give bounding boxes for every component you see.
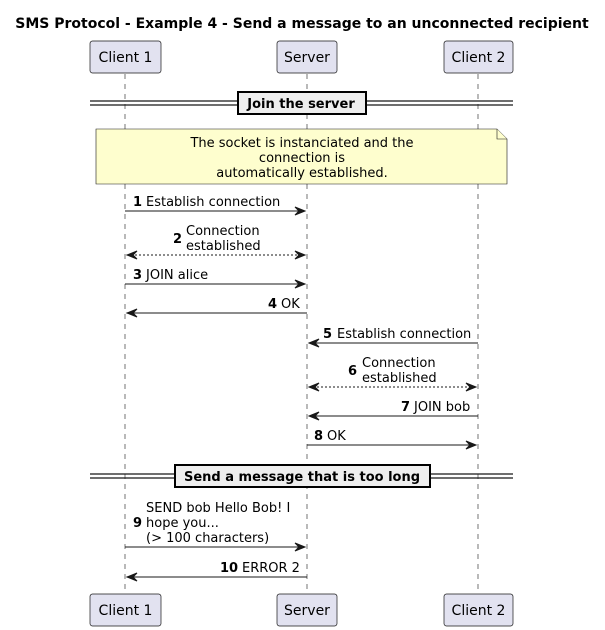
participant-label: Client 2 xyxy=(452,50,506,66)
participant-client-2-top: Client 2 xyxy=(443,40,514,74)
message-10: 10 ERROR 2 xyxy=(125,561,307,582)
message-5: 5 Establish connection xyxy=(307,327,478,348)
message-label: Connection xyxy=(362,356,436,371)
message-label: JOIN alice xyxy=(145,268,208,283)
message-1: 1 Establish connection xyxy=(125,195,307,216)
message-2: 2 Connection established xyxy=(125,224,307,260)
message-number: 7 xyxy=(401,400,410,415)
message-9: 9 SEND bob Hello Bob! I hope you... (> 1… xyxy=(125,501,307,552)
message-number: 1 xyxy=(133,195,142,210)
note-line: connection is xyxy=(259,151,345,166)
message-label: SEND bob Hello Bob! I xyxy=(146,501,290,516)
message-6: 6 Connection established xyxy=(307,356,478,392)
message-label: established xyxy=(186,239,261,254)
participant-server-bottom: Server xyxy=(276,593,338,627)
message-label: OK xyxy=(281,297,300,312)
message-label: ERROR 2 xyxy=(242,561,300,576)
message-8: 8 OK xyxy=(307,429,478,450)
participant-label: Client 1 xyxy=(99,603,153,619)
message-label: established xyxy=(362,371,437,386)
participant-label: Server xyxy=(284,603,330,619)
note-line: automatically established. xyxy=(216,166,387,181)
note-line: The socket is instanciated and the xyxy=(189,136,413,151)
participant-label: Server xyxy=(284,50,330,66)
message-label: JOIN bob xyxy=(413,400,470,415)
message-label: Establish connection xyxy=(146,195,280,210)
message-4: 4 OK xyxy=(125,297,307,318)
message-label: (> 100 characters) xyxy=(146,531,269,546)
message-label: Establish connection xyxy=(337,327,471,342)
participant-server-top: Server xyxy=(276,40,338,74)
divider-send-a-message-that-is-too-long: Send a message that is too long xyxy=(90,464,513,488)
divider-label: Send a message that is too long xyxy=(184,470,420,485)
participant-client-1-top: Client 1 xyxy=(89,40,162,74)
message-label: OK xyxy=(327,429,346,444)
message-number: 9 xyxy=(133,516,142,531)
message-number: 10 xyxy=(220,561,238,576)
message-label: Connection xyxy=(186,224,260,239)
diagram-title: SMS Protocol - Example 4 - Send a messag… xyxy=(15,16,589,32)
message-number: 4 xyxy=(268,297,277,312)
participant-client-1-bottom: Client 1 xyxy=(89,593,162,627)
note: The socket is instanciated and the conne… xyxy=(95,128,508,185)
message-number: 2 xyxy=(173,232,182,247)
message-7: 7 JOIN bob xyxy=(307,400,478,421)
message-number: 6 xyxy=(348,364,357,379)
message-number: 3 xyxy=(133,268,142,283)
divider-label: Join the server xyxy=(246,97,355,112)
message-number: 5 xyxy=(323,327,332,342)
message-3: 3 JOIN alice xyxy=(125,268,307,289)
message-label: hope you... xyxy=(146,516,219,531)
participant-label: Client 2 xyxy=(452,603,506,619)
participant-client-2-bottom: Client 2 xyxy=(443,593,514,627)
divider-join-the-server: Join the server xyxy=(90,91,513,115)
participant-label: Client 1 xyxy=(99,50,153,66)
message-number: 8 xyxy=(314,429,323,444)
